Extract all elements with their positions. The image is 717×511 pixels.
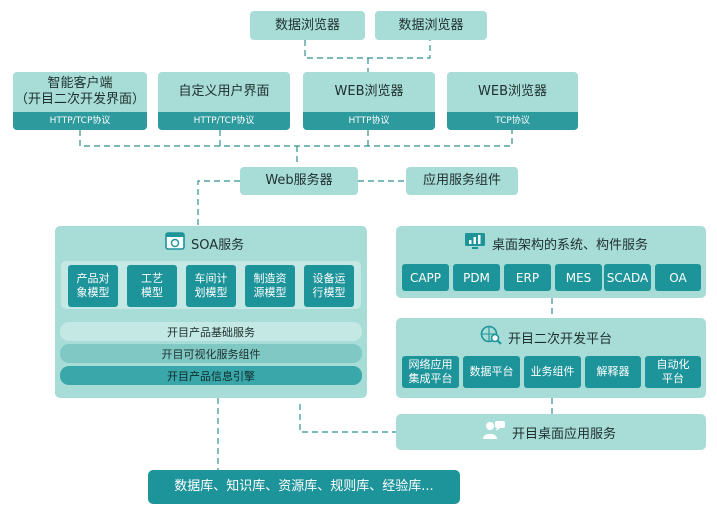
- dev-data-platform: 数据平台: [463, 356, 520, 388]
- client-web-browser-http-protocol: HTTP协议: [303, 112, 435, 130]
- system-oa: OA: [655, 264, 701, 291]
- client-smart-label: 智能客户端 （开目二次开发界面）: [14, 76, 145, 107]
- data-browser-2: 数据浏览器: [375, 11, 487, 40]
- client-custom-ui-label: 自定义用户界面: [178, 84, 270, 99]
- desktop-app-panel: 开目桌面应用服务: [396, 414, 706, 450]
- model-workshop-plan: 车间计 划模型: [186, 265, 236, 307]
- client-smart-protocol: HTTP/TCP协议: [13, 112, 147, 130]
- app-service-components: 应用服务组件: [406, 167, 518, 195]
- dev-automation-platform: 自动化 平台: [645, 356, 701, 388]
- window-icon: [165, 232, 185, 254]
- client-custom-ui: 自定义用户界面 HTTP/TCP协议: [158, 72, 290, 130]
- dev-business-components: 业务组件: [524, 356, 581, 388]
- dev-network-integration: 网络应用 集成平台: [402, 356, 459, 388]
- client-web-browser-tcp-protocol: TCP协议: [447, 112, 578, 130]
- model-equipment-operation: 设备运 行模型: [304, 265, 354, 307]
- soa-title: SOA服务: [165, 232, 244, 254]
- secondary-dev-title: 开目二次开发平台: [480, 325, 613, 349]
- secondary-dev-title-text: 开目二次开发平台: [508, 331, 613, 347]
- service-visualization: 开目可视化服务组件: [60, 344, 362, 363]
- service-product-base: 开目产品基础服务: [60, 322, 362, 341]
- client-web-browser-http: WEB浏览器 HTTP协议: [303, 72, 435, 130]
- web-server: Web服务器: [240, 167, 358, 195]
- client-web-browser-tcp: WEB浏览器 TCP协议: [447, 72, 578, 130]
- data-browser-1: 数据浏览器: [250, 11, 365, 40]
- dev-interpreter: 解释器: [585, 356, 641, 388]
- system-erp: ERP: [504, 264, 551, 291]
- globe-search-icon: [480, 325, 502, 349]
- database-bar: 数据库、知识库、资源库、规则库、经验库...: [148, 470, 460, 504]
- model-mfg-resource: 制造资 源模型: [245, 265, 295, 307]
- desktop-systems-title: 桌面架构的系统、构件服务: [464, 232, 648, 254]
- user-chat-icon: [482, 420, 506, 444]
- monitor-chart-icon: [464, 232, 486, 254]
- client-web-browser-tcp-label: WEB浏览器: [478, 84, 547, 99]
- system-mes: MES: [555, 264, 602, 291]
- model-process: 工艺 模型: [127, 265, 177, 307]
- soa-title-text: SOA服务: [191, 237, 245, 253]
- system-pdm: PDM: [453, 264, 500, 291]
- client-smart: 智能客户端 （开目二次开发界面） HTTP/TCP协议: [13, 72, 147, 130]
- service-product-info-engine: 开目产品信息引擎: [60, 366, 362, 385]
- system-scada: SCADA: [604, 264, 651, 291]
- desktop-app-title: 开目桌面应用服务: [482, 420, 616, 444]
- system-capp: CAPP: [402, 264, 449, 291]
- client-web-browser-http-label: WEB浏览器: [334, 84, 404, 99]
- desktop-systems-title-text: 桌面架构的系统、构件服务: [492, 237, 649, 253]
- client-custom-ui-protocol: HTTP/TCP协议: [158, 112, 290, 130]
- model-product-object: 产品对 象模型: [68, 265, 118, 307]
- desktop-app-title-text: 开目桌面应用服务: [512, 426, 617, 442]
